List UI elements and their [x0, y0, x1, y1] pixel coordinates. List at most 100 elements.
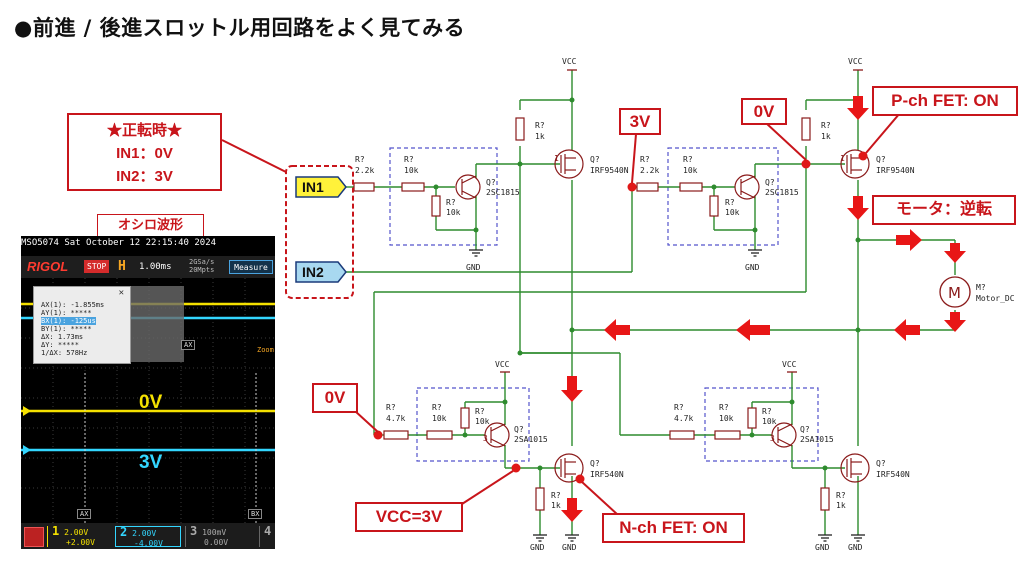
in1-port	[295, 176, 347, 198]
zoom-label: Zoom	[257, 346, 274, 354]
svg-text:10k: 10k	[762, 417, 777, 426]
svg-text:Q?: Q?	[800, 425, 810, 434]
svg-text:3: 3	[483, 434, 488, 443]
wires	[346, 70, 956, 535]
svg-text:2SA1015: 2SA1015	[514, 435, 548, 444]
current-arrows	[561, 96, 966, 522]
ch2-level-label: 3V	[139, 452, 163, 473]
scope-stop-button[interactable]: STOP	[84, 260, 110, 273]
oscilloscope-screen: MSO5074 Sat October 12 22:15:40 2024 RIG…	[21, 236, 275, 549]
svg-text:GND: GND	[815, 543, 830, 552]
svg-text:R?: R?	[355, 155, 365, 164]
svg-text:R?: R?	[475, 407, 485, 416]
forward-state-in1: IN1：0V	[116, 145, 173, 162]
svg-text:10k: 10k	[725, 208, 740, 217]
cursor-bx-label[interactable]: BX	[248, 509, 263, 519]
svg-text:10k: 10k	[683, 166, 698, 175]
svg-text:Q?: Q?	[590, 155, 600, 164]
svg-text:R?: R?	[640, 155, 650, 164]
cursor-ax-label[interactable]: AX	[77, 509, 92, 519]
bjt-symbols	[455, 174, 797, 448]
svg-text:Q?: Q?	[486, 178, 496, 187]
scope-brand-logo: RIGOL	[27, 259, 69, 274]
svg-text:Q?: Q?	[876, 459, 886, 468]
svg-text:VCC: VCC	[848, 57, 863, 66]
forward-state-header: ★正転時★	[106, 122, 182, 139]
svg-text:R?: R?	[535, 121, 545, 130]
svg-text:VCC: VCC	[495, 360, 510, 369]
svg-text:2.2k: 2.2k	[640, 166, 659, 175]
motor-symbol	[939, 276, 971, 308]
svg-text:GND: GND	[562, 543, 577, 552]
state-dots	[373, 151, 868, 484]
svg-text:VCC: VCC	[562, 57, 577, 66]
scope-measure-button[interactable]: Measure	[229, 260, 273, 274]
svg-text:10k: 10k	[719, 414, 734, 423]
component-labels: VCC VCC VCC VCC GND GND GND GND GND GND …	[355, 57, 1015, 552]
ch1-status[interactable]: 1 2.00V+2.00V	[47, 525, 111, 547]
scope-horizontal-button[interactable]: H	[118, 259, 126, 274]
svg-text:R?: R?	[821, 121, 831, 130]
svg-text:Q?: Q?	[590, 459, 600, 468]
callout-pch-on: P-ch FET: ON	[872, 86, 1018, 116]
leader-lines	[221, 112, 901, 516]
svg-text:2SC1815: 2SC1815	[486, 188, 520, 197]
svg-text:R?: R?	[762, 407, 772, 416]
svg-text:IRF9540N: IRF9540N	[590, 166, 629, 175]
svg-text:1: 1	[840, 154, 845, 163]
svg-text:IRF540N: IRF540N	[876, 470, 910, 479]
close-icon[interactable]: ✕	[118, 288, 124, 298]
callout-0v-bottom: 0V	[312, 383, 358, 413]
callout-0v-top: 0V	[741, 98, 787, 125]
svg-text:GND: GND	[466, 263, 481, 272]
svg-text:2SC1815: 2SC1815	[765, 188, 799, 197]
svg-text:R?: R?	[386, 403, 396, 412]
svg-text:Q?: Q?	[765, 178, 775, 187]
callout-vcc-3v: VCC=3V	[355, 502, 463, 532]
scope-timebase: 1.00ms	[139, 262, 172, 272]
in2-label: IN2	[302, 264, 324, 280]
svg-text:1k: 1k	[535, 132, 545, 141]
svg-text:R?: R?	[674, 403, 684, 412]
mosfet-symbols	[554, 149, 870, 483]
scope-header: MSO5074 Sat October 12 22:15:40 2024	[21, 238, 217, 248]
svg-text:R?: R?	[432, 403, 442, 412]
page-title: ●前進 / 後進スロットル用回路をよく見てみる	[14, 16, 466, 40]
svg-text:R?: R?	[446, 198, 456, 207]
svg-text:1k: 1k	[821, 132, 831, 141]
scope-measure-panel: ✕ AX(1): -1.855ms AY(1): ***** BX(1): -1…	[33, 286, 131, 364]
svg-text:4.7k: 4.7k	[386, 414, 405, 423]
callout-3v: 3V	[619, 108, 661, 135]
svg-text:R?: R?	[725, 198, 735, 207]
scope-menu-icon[interactable]	[24, 527, 44, 547]
ch1-level-label: 0V	[139, 392, 163, 413]
svg-text:R?: R?	[551, 491, 561, 500]
svg-text:VCC: VCC	[782, 360, 797, 369]
svg-text:IRF540N: IRF540N	[590, 470, 624, 479]
svg-text:2.2k: 2.2k	[355, 166, 374, 175]
svg-text:10k: 10k	[446, 208, 461, 217]
forward-state-in2: IN2：3V	[116, 168, 173, 185]
svg-text:1k: 1k	[836, 501, 846, 510]
svg-text:1: 1	[554, 154, 559, 163]
ch2-status[interactable]: 2 2.00V-4.00V	[115, 526, 181, 548]
svg-text:10k: 10k	[475, 417, 490, 426]
scope-overlay	[129, 286, 184, 362]
svg-text:R?: R?	[683, 155, 693, 164]
svg-text:4.7k: 4.7k	[674, 414, 693, 423]
callout-nch-on: N-ch FET: ON	[602, 513, 745, 543]
resistors	[353, 117, 830, 511]
ch4-status[interactable]: 4	[259, 525, 275, 547]
svg-text:GND: GND	[848, 543, 863, 552]
svg-text:Motor_DC: Motor_DC	[976, 294, 1015, 303]
svg-text:R?: R?	[836, 491, 846, 500]
svg-text:M?: M?	[976, 283, 986, 292]
motor-glyph: M	[948, 284, 961, 302]
cursor-ax-label-top[interactable]: AX	[181, 340, 196, 350]
forward-state-callout: ★正転時★ IN1：0V IN2：3V	[67, 113, 222, 191]
